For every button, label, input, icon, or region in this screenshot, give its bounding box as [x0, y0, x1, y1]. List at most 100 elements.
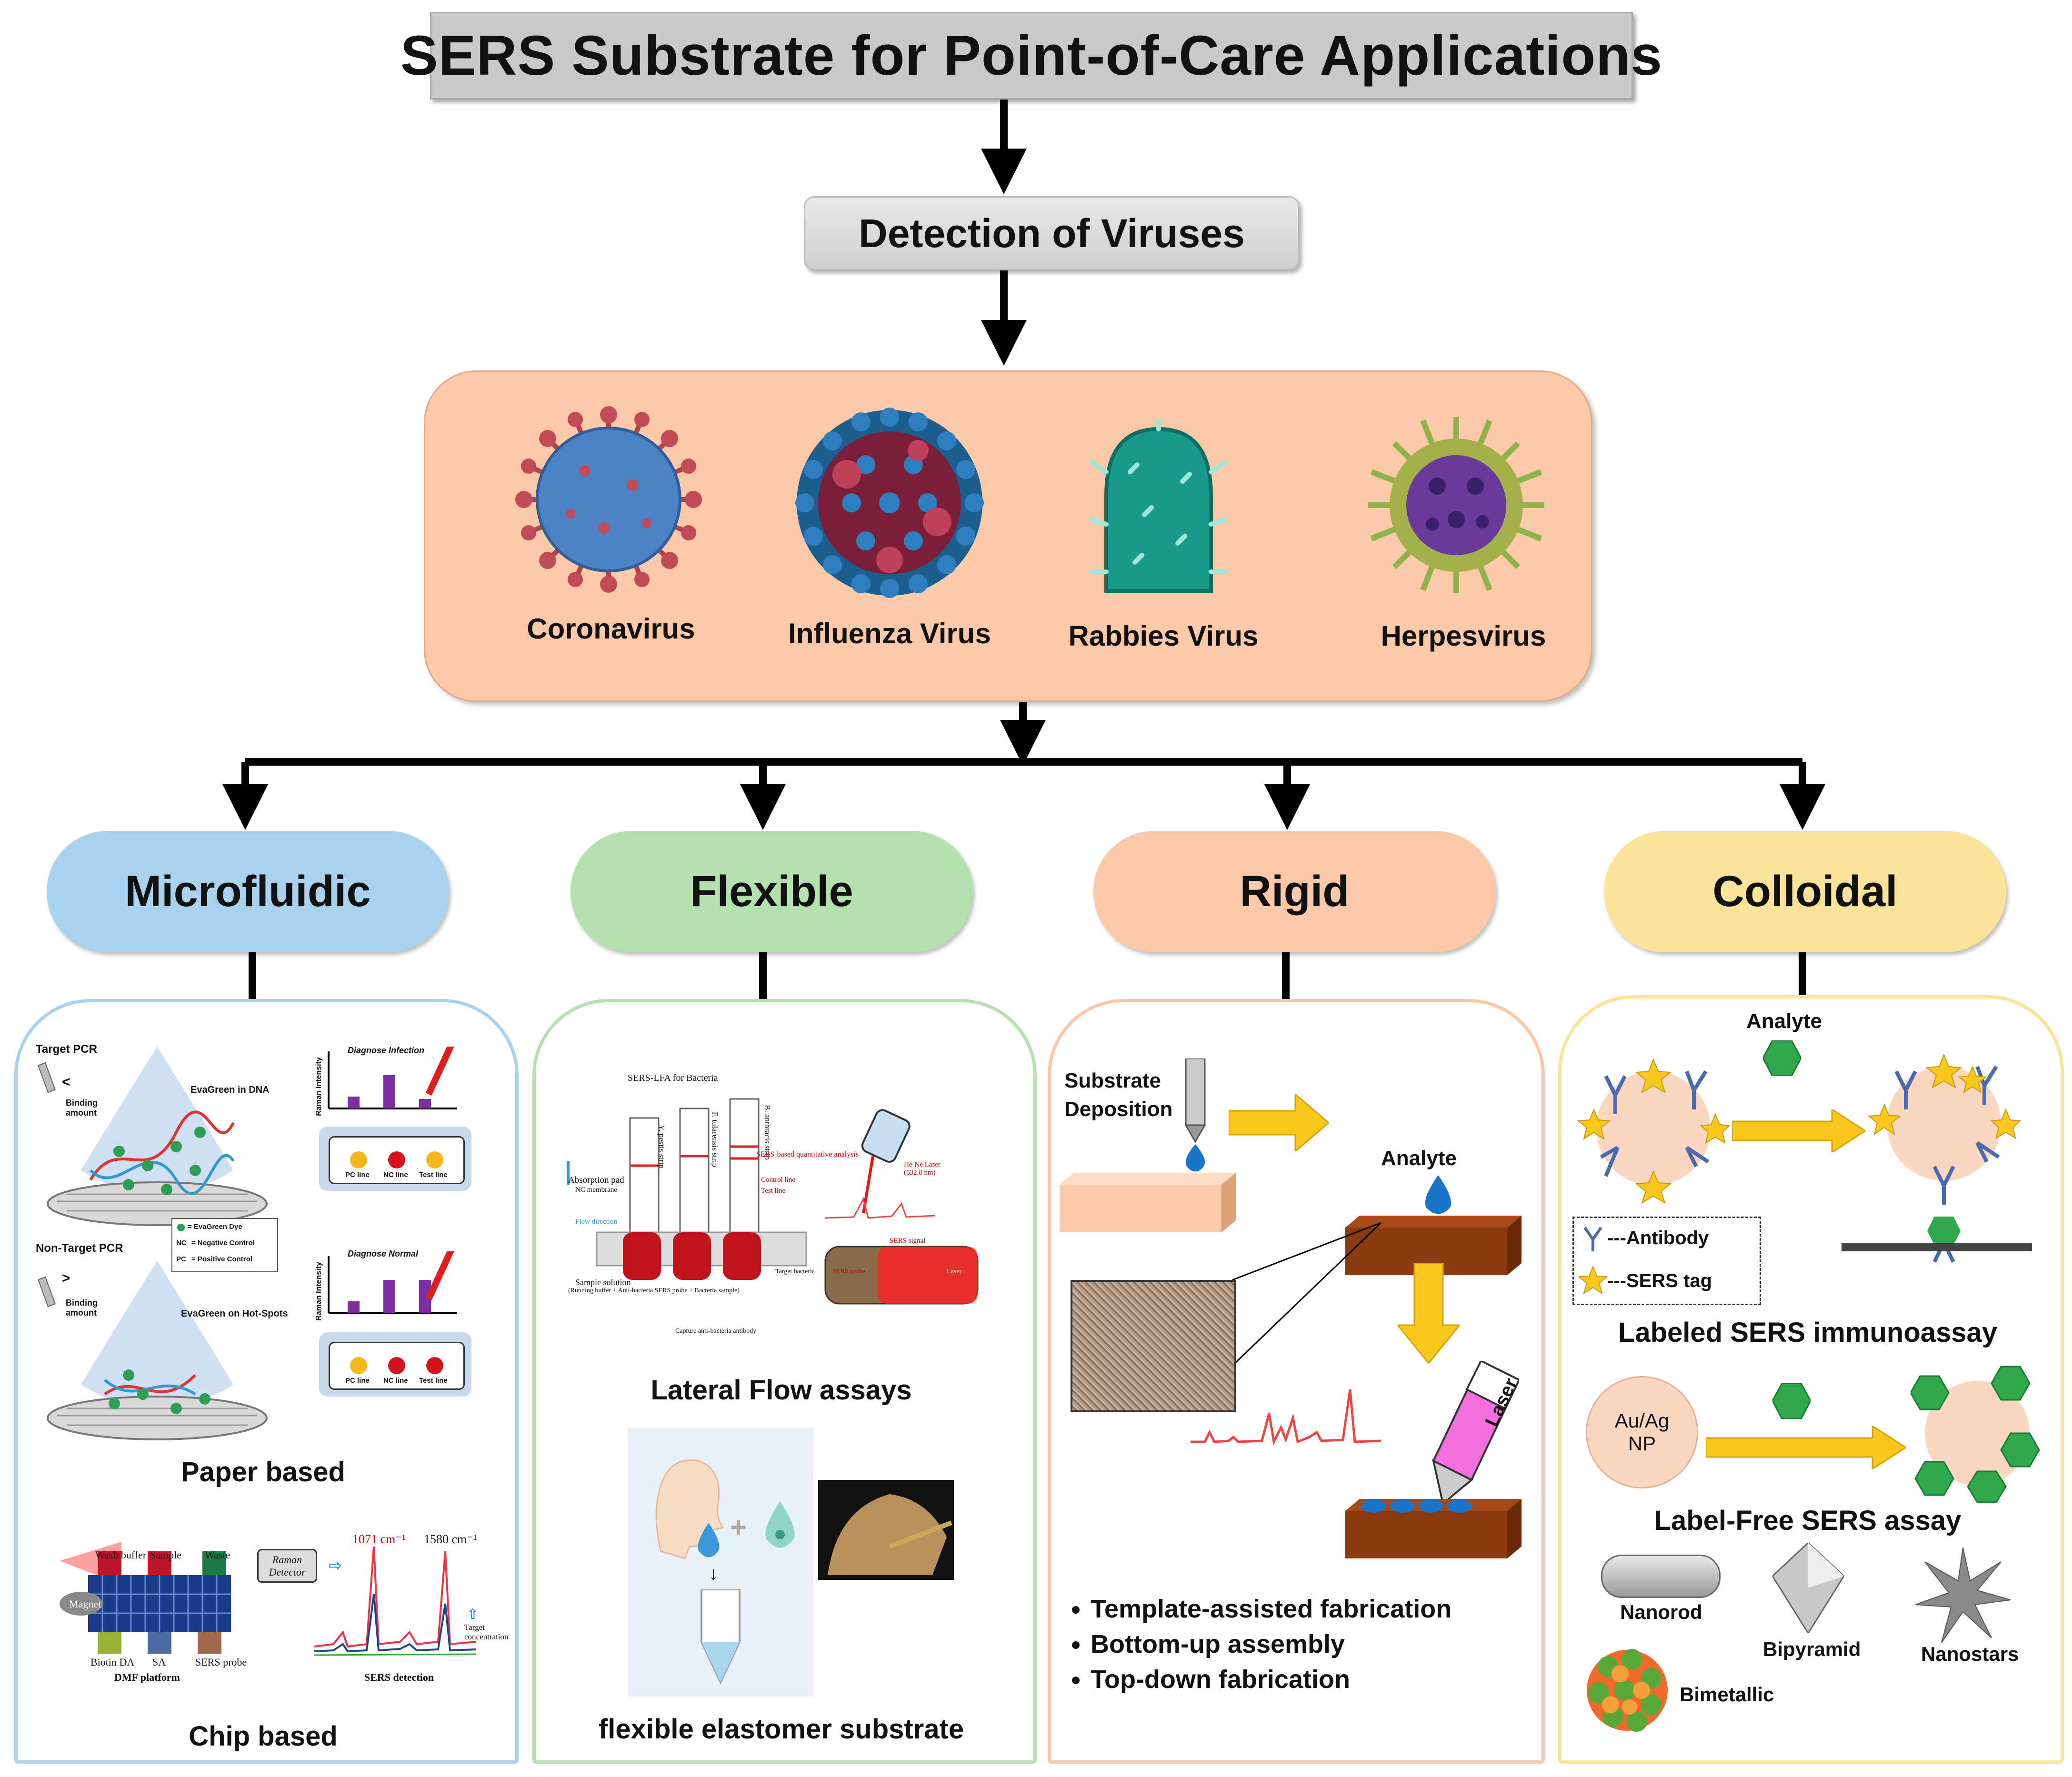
flexible-content: SERS-LFA for Bacteria Absorption pad NC …	[532, 999, 1030, 1757]
raman-intensity-label-1: Raman Intensity	[314, 1057, 323, 1116]
surface-texture-zoom	[1071, 1280, 1236, 1412]
category-pill-colloidal: Colloidal	[1604, 831, 2006, 952]
labeled-immunoassay-label: Labeled SERS immunoassay	[1618, 1317, 1998, 1348]
control-line-label: Control line	[761, 1176, 796, 1184]
raman-spectrum-rigid	[1191, 1389, 1381, 1446]
absorption-pad-label: Absorption pad	[568, 1175, 624, 1185]
paper-based-label: Paper based	[181, 1457, 345, 1487]
substrate-deposition-label: Substrate Deposition	[1064, 1069, 1173, 1121]
herpesvirus-icon	[1368, 417, 1544, 593]
au-ag-np: Au/Ag NP	[1586, 1376, 1698, 1488]
droplet-icon	[698, 1523, 720, 1557]
diagram-title: SERS Substrate for Point-of-Care Applica…	[400, 24, 1662, 87]
nanostars-label: Nanostars	[1921, 1643, 2019, 1665]
less-than-symbol: <	[62, 1074, 70, 1090]
target-pcr-illustration	[37, 1047, 268, 1226]
waste-label: Waste	[205, 1549, 230, 1561]
plus-icon: +	[730, 1511, 747, 1543]
legend-pc-abbrev: PC	[176, 1255, 186, 1263]
antibody-legend-icon	[1583, 1227, 1602, 1251]
bimetallic-icon	[1587, 1649, 1668, 1732]
virus-label-coronavirus: Coronavirus	[527, 613, 695, 645]
dmf-platform-illustration	[60, 1542, 231, 1654]
raman-plot-normal	[328, 1251, 457, 1314]
labeled-np-bound	[1868, 1053, 2022, 1263]
virus-label-influenza: Influenza Virus	[788, 618, 991, 649]
labeled-np-before	[1577, 1058, 1730, 1204]
strip-label-2: F. tularensis strip	[711, 1111, 720, 1168]
category-label-microfluidic: Microfluidic	[125, 867, 371, 916]
legend-pc: = Positive Control	[191, 1255, 252, 1263]
virus-label-rabies: Rabbies Virus	[1068, 620, 1259, 652]
up-arrow-icon: ⇧	[467, 1607, 479, 1622]
elastomer-panel: + ↓	[628, 1428, 813, 1697]
down-arrow-icon: ↓	[709, 1563, 718, 1584]
sers-spectrum-chip	[314, 1546, 477, 1656]
rigid-analyte-label: Analyte	[1381, 1147, 1457, 1170]
evagreen-dna-label: EvaGreen in DNA	[190, 1085, 270, 1095]
raman-detector-label: Raman Detector	[269, 1553, 306, 1578]
label-free-np-bound	[1911, 1366, 2040, 1503]
flow-direction-label: Flow direction	[575, 1218, 617, 1226]
raman-detector-box: Raman Detector	[257, 1549, 317, 1583]
bipyramid-icon	[1772, 1543, 1844, 1633]
virus-label-herpes: Herpesvirus	[1381, 620, 1546, 652]
sers-detection-label: SERS detection	[364, 1671, 434, 1683]
zoom-lines	[1231, 1222, 1382, 1367]
lfa-laser-label: Laser	[947, 1268, 962, 1275]
rigid-content: Substrate Deposition Analyte Laser	[1048, 999, 1538, 1757]
label-free-assay-label: Label-Free SERS assay	[1654, 1505, 1962, 1536]
blank-substrate-block	[1060, 1173, 1236, 1232]
coronavirus-icon	[515, 406, 702, 593]
rabies-virus-icon	[1090, 419, 1228, 593]
nc-membrane-label: NC membrane	[575, 1186, 617, 1194]
elastomer-sample-icon	[828, 1494, 952, 1575]
laser-label-1: Laser	[473, 1070, 492, 1095]
sample-note-label: (Running buffer + Anti-bacteria SERS pro…	[568, 1287, 740, 1294]
sample-solution-label: Sample solution	[575, 1278, 631, 1287]
diagnose-normal-label: Diagnose Normal	[348, 1249, 419, 1258]
legend-nc: = Negative Control	[191, 1239, 255, 1247]
category-label-flexible: Flexible	[690, 867, 853, 916]
sers-tag-legend-icon	[1579, 1266, 1607, 1294]
category-pill-microfluidic: Microfluidic	[47, 831, 449, 952]
pc-line-label-1: PC line	[345, 1171, 370, 1179]
right-arrow-yellow-3	[1706, 1426, 1906, 1469]
subtitle-box: Detection of Viruses	[804, 196, 1300, 270]
laser-label-2: Laser	[473, 1275, 492, 1300]
raman-intensity-label-2: Raman Intensity	[314, 1262, 323, 1321]
lateral-flow-label: Lateral Flow assays	[651, 1375, 912, 1406]
test-line-label-2: Test line	[419, 1377, 448, 1385]
capture-surface	[1842, 1243, 2032, 1251]
sers-quant-label: SERS-based quantitative analysis	[756, 1150, 859, 1158]
measured-substrate-block	[1345, 1499, 1521, 1558]
nanostars-icon	[1915, 1547, 2011, 1643]
fabrication-item-2: Bottom-up assembly	[1091, 1629, 1451, 1659]
colloidal-analyte-label: Analyte	[1746, 1009, 1822, 1033]
right-arrow-yellow-2	[1732, 1109, 1865, 1152]
colloidal-content: Analyte	[1558, 995, 2057, 1757]
microfluidic-content: Target PCR < Binding amount EvaGreen in …	[14, 999, 512, 1757]
title-box: SERS Substrate for Point-of-Care Applica…	[400, 12, 1662, 100]
nc-line-label-2: NC line	[383, 1377, 408, 1385]
non-target-pcr-label: Non-Target PCR	[36, 1242, 123, 1255]
diagram-subtitle: Detection of Viruses	[859, 210, 1245, 256]
evagreen-hotspots-label: EvaGreen on Hot-Spots	[181, 1308, 288, 1319]
sample-label: Sample	[150, 1549, 181, 1561]
chip-based-label: Chip based	[189, 1721, 338, 1752]
au-ag-np-label: Au/Ag NP	[1614, 1409, 1670, 1455]
nanorod-label: Nanorod	[1620, 1601, 1702, 1623]
binding-amount-label-2: Binding amount	[66, 1298, 98, 1318]
elastomer-label: flexible elastomer substrate	[598, 1714, 964, 1745]
peak-1071-label: 1071 cm⁻¹	[352, 1532, 406, 1546]
bimetallic-label: Bimetallic	[1680, 1683, 1774, 1706]
category-pill-rigid: Rigid	[1093, 831, 1496, 952]
analyte-hexagon-top	[1763, 1040, 1801, 1076]
sers-lfa-title: SERS-LFA for Bacteria	[628, 1073, 718, 1083]
target-concentration-label: Target concentration	[464, 1623, 509, 1641]
category-pill-flexible: Flexible	[571, 831, 973, 952]
lfa-strip-normal: PC line NC line Test line	[319, 1332, 471, 1397]
virus-droplet-icon	[765, 1501, 795, 1548]
target-bacteria-label: Target bacteria	[775, 1268, 815, 1275]
analyte-hexagon-mid	[1772, 1383, 1811, 1419]
